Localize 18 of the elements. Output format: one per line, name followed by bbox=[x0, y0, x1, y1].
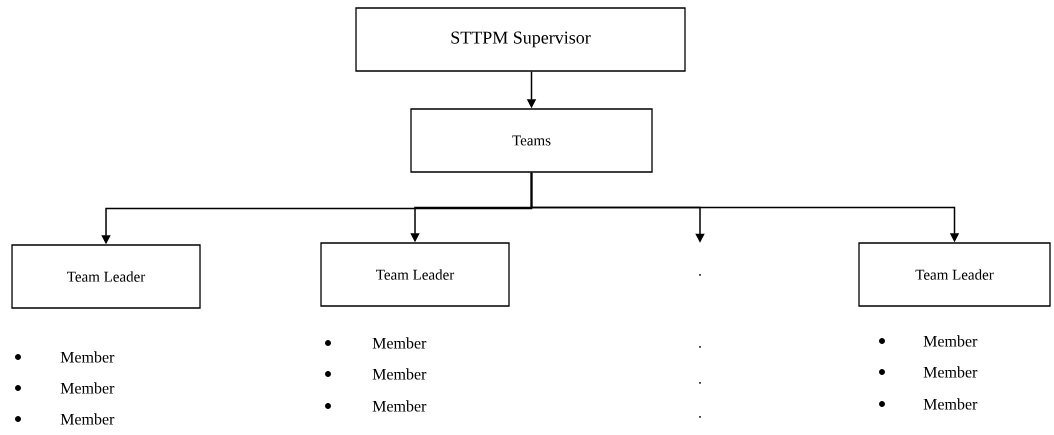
bullet-item: Member bbox=[15, 351, 115, 363]
bullet-item: Member bbox=[325, 400, 427, 412]
box: Team Leader bbox=[320, 242, 510, 307]
box: Team Leader bbox=[858, 242, 1051, 307]
bullet-item: Member bbox=[325, 368, 427, 380]
box: Teams bbox=[410, 108, 653, 173]
box: STTPM Supervisor bbox=[355, 7, 686, 72]
bullet-item: Member bbox=[15, 382, 115, 394]
ellipsis-dot: . bbox=[699, 346, 701, 348]
bullet-item: Member bbox=[879, 335, 978, 347]
bullet-item: Member bbox=[325, 337, 427, 349]
bullet-item: Member bbox=[15, 413, 115, 425]
ellipsis-dot: . bbox=[699, 416, 701, 418]
ellipsis-dot: . bbox=[699, 382, 701, 384]
ellipsis-dot: . bbox=[699, 274, 701, 276]
bullet-item: Member bbox=[879, 398, 978, 410]
bullet-item: Member bbox=[879, 366, 978, 378]
box: Team Leader bbox=[11, 244, 201, 309]
